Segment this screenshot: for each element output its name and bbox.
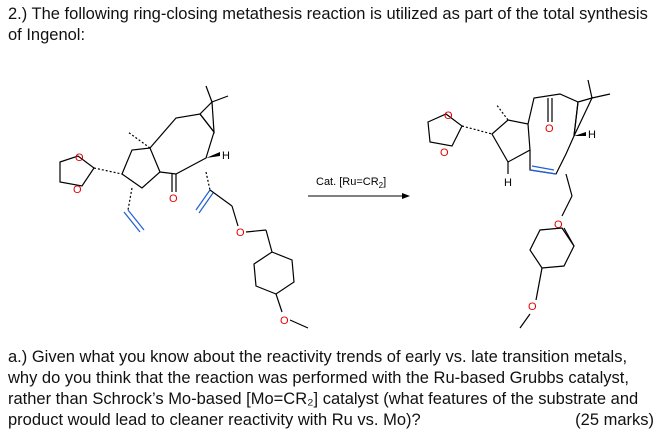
substrate-benzene — [253, 251, 295, 295]
product-benzene — [529, 227, 575, 269]
substrate-cyclopentane — [121, 147, 161, 189]
part-a-text: a.) Given what you know about the reacti… — [8, 348, 639, 429]
product-ketone-o: O — [545, 123, 554, 135]
product-molecule: O O H O H O O — [427, 79, 611, 329]
substrate-methoxy-o: O — [280, 315, 289, 327]
question-intro: 2.) The following ring-closing metathesi… — [8, 5, 648, 44]
product-methoxy-o: O — [528, 301, 537, 313]
product-cyclopentane — [491, 119, 531, 163]
reagent-label: Cat. [Ru=CR2] — [316, 176, 386, 190]
substrate-seven-ring — [149, 113, 215, 175]
substrate-dioxolane-ring — [59, 155, 95, 187]
product-dioxolane-o2: O — [440, 147, 449, 159]
substrate-ketone-o: O — [169, 193, 178, 205]
substrate-ether-o: O — [236, 227, 245, 239]
part-a-marks: (25 marks) — [575, 411, 654, 429]
substrate-h-label: H — [222, 150, 230, 162]
product-ether-o: O — [554, 219, 563, 231]
substrate-dioxolane-o2: O — [73, 184, 82, 196]
product-dioxolane-ring — [427, 113, 463, 147]
product-h-label-2: H — [588, 129, 596, 141]
substrate-molecule: O O O H O O — [59, 85, 309, 329]
reaction-arrow-group: Cat. [Ru=CR2] — [308, 176, 410, 199]
reaction-scheme: O O O H O O — [59, 79, 611, 329]
product-dioxolane-o1: O — [444, 110, 453, 122]
product-h-label-1: H — [504, 177, 512, 189]
substrate-cyclopropane — [199, 100, 215, 134]
substrate-dioxolane-o1: O — [75, 152, 84, 164]
product-cyclopropane — [573, 97, 594, 137]
part-a-question: a.) Given what you know about the reacti… — [8, 347, 654, 431]
